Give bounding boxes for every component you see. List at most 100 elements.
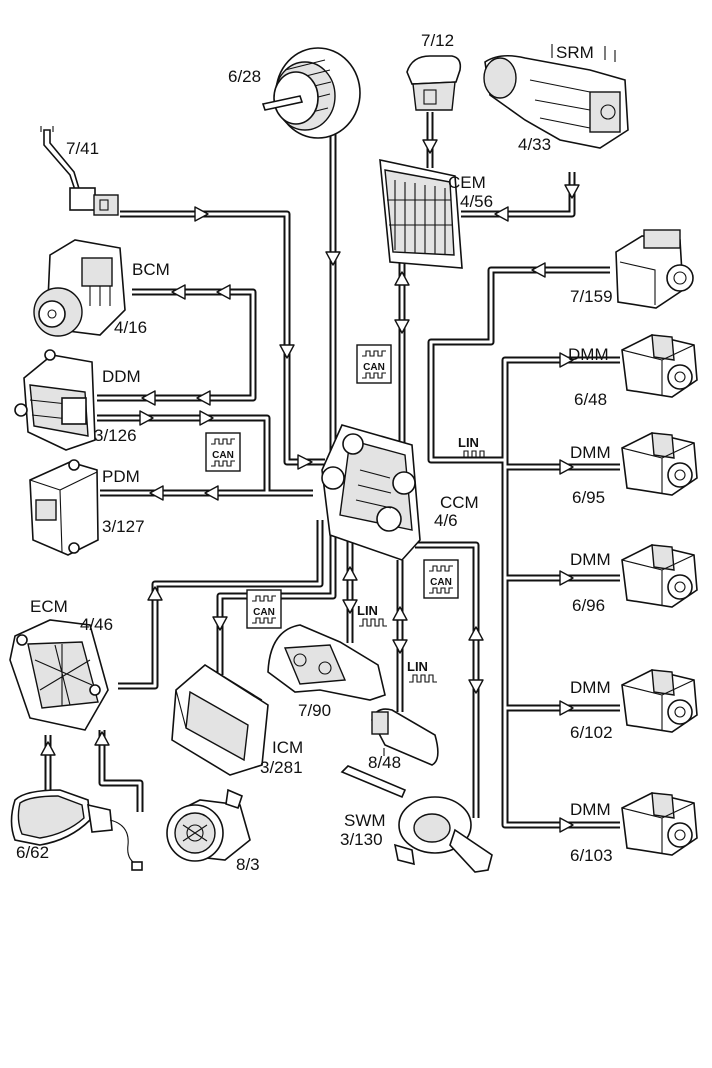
label-srm-name: SRM [556,43,594,62]
label-7-159-code: 7/159 [570,287,613,306]
arrow-right-icon [194,206,209,222]
label-cem-code: 4/56 [460,192,493,211]
label-ddm-name: DDM [102,367,141,386]
label-8-48-code: 8/48 [368,753,401,772]
ecm-module-illustration [9,619,109,731]
label-dmm-1-name: DMM [568,345,609,364]
label-dmm-4-name: DMM [570,678,611,697]
can-bus-badge: CAN [356,344,392,384]
label-ccm-name: CCM [440,493,479,512]
ccm-module-illustration [321,424,421,561]
actuator-7-159-illustration [615,229,694,309]
label-ecm-name: ECM [30,597,68,616]
blower-fan-illustration [261,47,361,139]
arrow-left-icon [204,485,219,501]
arrow-up-icon [468,626,484,641]
sensor-7-41-illustration [40,126,119,216]
arrow-down-icon [342,599,358,614]
can-bus-badge: CAN [246,589,282,629]
label-icm-code: 3/281 [260,758,303,777]
icm-display-illustration [171,664,269,776]
label-fan-code: 6/28 [228,67,261,86]
arrow-up-icon [94,731,110,746]
arrow-up-icon [392,606,408,621]
svg-text:LIN: LIN [357,603,378,618]
arrow-right-icon [559,352,574,368]
arrow-left-icon [531,262,546,278]
arrow-down-icon [422,139,438,154]
label-7-90-code: 7/90 [298,701,331,720]
label-dmm-2-name: DMM [570,443,611,462]
wiring-harness-inner [46,112,620,827]
switch-7-12-illustration [406,55,462,111]
lin-bus-badge: LIN [407,659,437,683]
label-7-41-code: 7/41 [66,139,99,158]
arrow-down-icon [212,616,228,631]
pdm-module-illustration [29,459,99,556]
lin-bus-badge: LIN [357,603,387,627]
swm-steering-module-illustration [340,765,493,873]
dmm-motor-illustration [621,432,698,496]
ac-compressor-illustration [166,788,251,862]
arrow-down-icon [392,639,408,654]
arrow-left-icon [141,390,156,406]
label-ddm-code: 3/126 [94,426,137,445]
cem-module-illustration [379,158,463,269]
arrow-left-icon [149,485,164,501]
svg-text:LIN: LIN [407,659,428,674]
dmm-motor-illustration [621,544,698,608]
label-pdm-name: PDM [102,467,140,486]
lin-bus-badge: LIN [458,435,488,459]
label-swm-code: 3/130 [340,830,383,849]
label-8-3-code: 8/3 [236,855,260,874]
arrow-left-icon [216,284,231,300]
dmm-motor-illustration [621,334,698,398]
component-labels: 6/28 7/12 SRM 4/33 7/41 CEM 4/56 BCM 4/1… [16,31,613,874]
label-icm-name: ICM [272,738,303,757]
arrow-right-icon [199,410,214,426]
label-bcm-name: BCM [132,260,170,279]
label-bcm-code: 4/16 [114,318,147,337]
label-ccm-code: 4/6 [434,511,458,530]
arrow-down-icon [564,184,580,199]
direction-arrows [40,139,580,833]
label-dmm-5-code: 6/103 [570,846,613,865]
label-dmm-3-code: 6/96 [572,596,605,615]
label-swm-name: SWM [344,811,386,830]
label-pdm-code: 3/127 [102,517,145,536]
arrow-up-icon [40,741,56,756]
svg-text:CAN: CAN [363,362,385,373]
arrow-right-icon [559,817,574,833]
arrow-right-icon [139,410,154,426]
svg-text:CAN: CAN [253,607,275,618]
arrow-right-icon [559,570,574,586]
arrow-up-icon [147,586,163,601]
label-cem-name: CEM [448,173,486,192]
label-ecm-code: 4/46 [80,615,113,634]
arrow-down-icon [394,319,410,334]
arrow-down-icon [468,679,484,694]
label-srm-code: 4/33 [518,135,551,154]
dmm-motor-illustration [621,792,698,856]
arrow-right-icon [559,700,574,716]
label-dmm-1-code: 6/48 [574,390,607,409]
svg-text:CAN: CAN [212,450,234,461]
arrow-up-icon [342,566,358,581]
arrow-left-icon [494,206,509,222]
arrow-up-icon [394,271,410,286]
label-dmm-2-code: 6/95 [572,488,605,507]
srm-motor-illustration [483,44,629,149]
label-7-12-code: 7/12 [421,31,454,50]
svg-text:LIN: LIN [458,435,479,450]
svg-text:CAN: CAN [430,577,452,588]
can-bus-badge: CAN [205,432,241,472]
label-6-62-code: 6/62 [16,843,49,862]
arrow-down-icon [279,344,295,359]
bcm-module-illustration [33,239,126,337]
arrow-right-icon [559,459,574,475]
mirror-8-48-illustration [371,708,439,766]
dmm-motor-illustration [621,669,698,733]
arrow-right-icon [297,454,313,470]
arrow-left-icon [171,284,186,300]
